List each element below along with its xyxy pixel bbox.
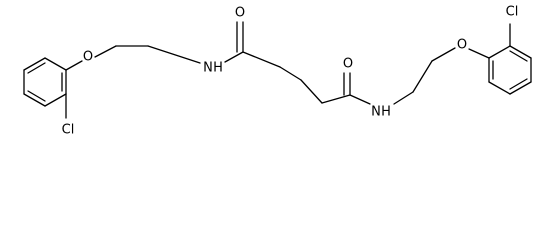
- bond: [393, 91, 414, 105]
- atom-o-ether-left: O: [83, 50, 93, 65]
- atom-n-amide-right: N: [371, 105, 381, 120]
- bond: [509, 45, 532, 59]
- bond: [242, 51, 281, 68]
- bond: [23, 57, 46, 71]
- bond: [488, 81, 511, 95]
- bond: [349, 94, 371, 105]
- bond: [224, 51, 244, 63]
- bond: [488, 45, 511, 59]
- double-bond-inner: [27, 90, 46, 102]
- bond: [321, 94, 351, 104]
- double-bond-inner: [27, 62, 46, 74]
- atom-h-amide-left: H: [213, 61, 223, 76]
- bond: [23, 93, 46, 107]
- left-chlorophenyl-ring: [23, 57, 67, 107]
- bond: [44, 93, 67, 107]
- double-bond-inner: [509, 50, 528, 62]
- atom-o-carbonyl-left: O: [235, 6, 245, 21]
- bond: [300, 79, 323, 104]
- atom-o-ether-right: O: [457, 38, 467, 53]
- atom-cl-right: Cl: [506, 5, 519, 20]
- atom-o-carbonyl-right: O: [343, 57, 353, 72]
- bond: [468, 48, 490, 59]
- bond: [509, 81, 532, 95]
- bond: [94, 45, 117, 58]
- double-bond-inner: [509, 78, 528, 90]
- bond: [44, 57, 67, 71]
- bond: [412, 60, 433, 93]
- bond: [431, 47, 456, 62]
- atom-h-amide-right: H: [381, 105, 391, 120]
- atom-n-amide-left: N: [203, 61, 213, 76]
- bond: [65, 60, 83, 71]
- atom-cl-left: Cl: [62, 123, 75, 138]
- bond: [147, 45, 201, 64]
- right-chlorophenyl-ring: [488, 45, 532, 95]
- chemical-structure: O N H O O N H O Cl Cl: [23, 5, 532, 138]
- bond: [279, 66, 302, 81]
